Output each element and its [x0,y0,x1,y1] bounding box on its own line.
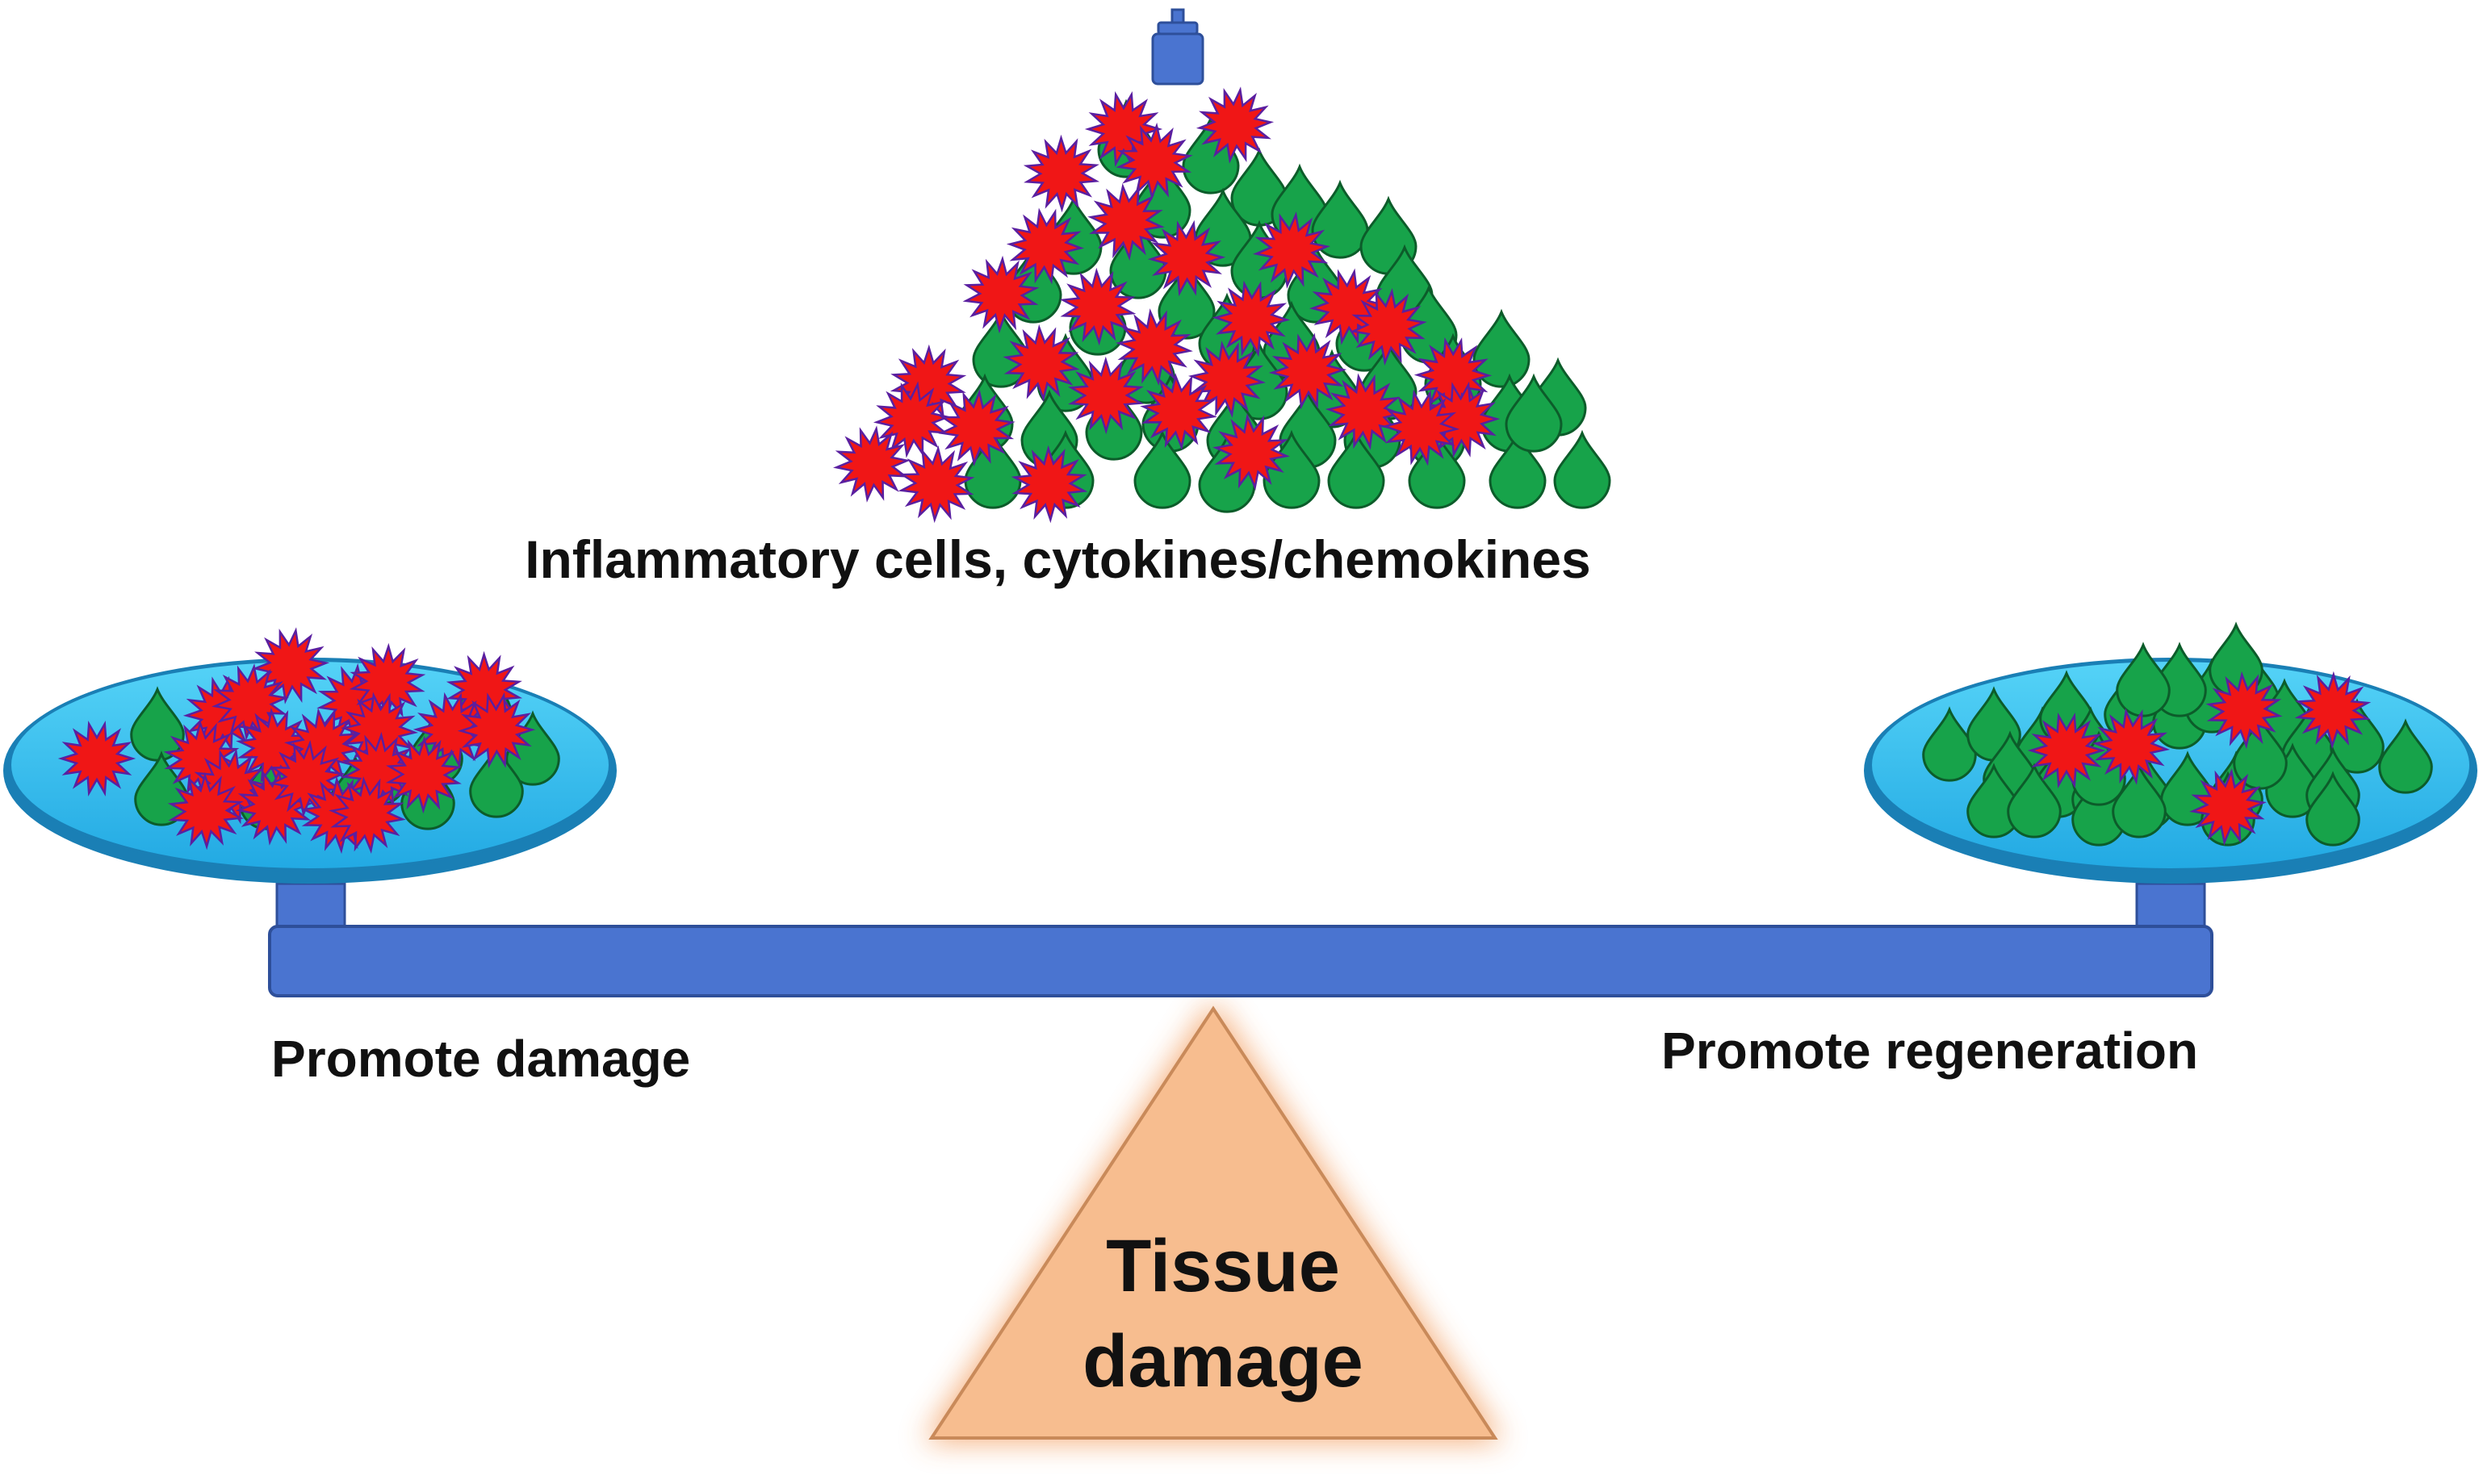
cell-drop-icon [2116,642,2171,717]
cytokine-star-icon [1067,356,1145,435]
cytokine-star-icon [1350,287,1427,366]
cytokine-star-icon [1003,324,1080,403]
cytokine-star-icon [1140,372,1217,451]
cytokine-star-icon [1023,134,1100,213]
cytokine-star-icon [962,255,1040,334]
cytokine-star-icon [1325,373,1404,450]
cell-drop-icon [1472,308,1531,388]
fulcrum-label: Tissue damage [1009,1219,1437,1409]
cytokine-star-icon [1011,445,1088,524]
top-caption: Inflammatory cells, cytokines/chemokines [525,529,1591,589]
balance-beam [268,882,2213,997]
cytokine-star-icon [2294,671,2372,750]
cytokine-star-icon [1116,308,1193,386]
cell-drop-icon [134,750,189,826]
cell-drop-icon [1133,429,1191,509]
cell-drop-icon [2233,714,2288,790]
cell-drop-icon [1182,115,1240,194]
cell-drop-icon [1553,429,1611,509]
cytokine-star-icon [167,771,245,851]
cytokine-star-icon [1116,122,1193,201]
cytokine-star-icon [1006,207,1085,285]
cell-drop-icon [469,742,524,818]
cytokine-star-icon [329,776,406,854]
cytokine-star-icon [2027,712,2106,789]
cell-drop-icon [1158,260,1216,340]
weight-icon [1151,8,1204,86]
cell-drop-icon [1085,381,1143,461]
cytokine-star-icon [2205,671,2283,750]
cytokine-star-icon [1381,389,1460,466]
fulcrum-label-line1: Tissue [1106,1225,1340,1307]
cell-layer [57,86,2433,855]
cytokine-star-icon [898,445,975,524]
cytokine-star-icon [385,735,463,814]
cell-drop-icon [2305,771,2360,847]
cell-drop-icon [1505,373,1563,453]
cell-drop-icon [1311,179,1369,259]
cytokine-star-icon [1253,211,1330,289]
right-pan-label: Promote regeneration [1661,1022,2199,1080]
cytokine-star-icon [2092,708,2171,785]
cytokine-star-icon [57,720,136,797]
cytokine-star-icon [349,642,426,721]
left-pan-label: Promote damage [271,1030,691,1088]
cytokine-star-icon [1212,413,1290,491]
cell-drop-icon [964,429,1022,509]
cell-drop-icon [1489,429,1547,509]
cytokine-star-icon [457,692,536,769]
cytokine-star-icon [1059,267,1137,346]
cytokine-star-icon [1147,219,1226,297]
fulcrum-label-line2: damage [1082,1320,1363,1402]
cytokine-star-icon [938,388,1015,467]
cytokine-star-icon [873,381,952,458]
cell-drop-icon [2378,718,2433,794]
cytokine-star-icon [2189,767,2267,847]
cell-drop-icon [1408,429,1466,509]
cytokine-star-icon [251,627,330,704]
cytokine-star-icon [832,425,911,503]
cytokine-star-icon [211,663,289,741]
cytokine-star-icon [1212,280,1291,357]
cell-drop-icon [2007,763,2062,838]
cytokine-star-icon [1087,183,1165,261]
cytokine-star-icon [1196,86,1275,164]
fulcrum [923,1001,1503,1442]
cytokine-star-icon [1268,332,1347,410]
cell-drop-icon [1263,429,1321,509]
cell-drop-icon [2112,763,2167,838]
cell-drop-icon [1327,429,1385,509]
